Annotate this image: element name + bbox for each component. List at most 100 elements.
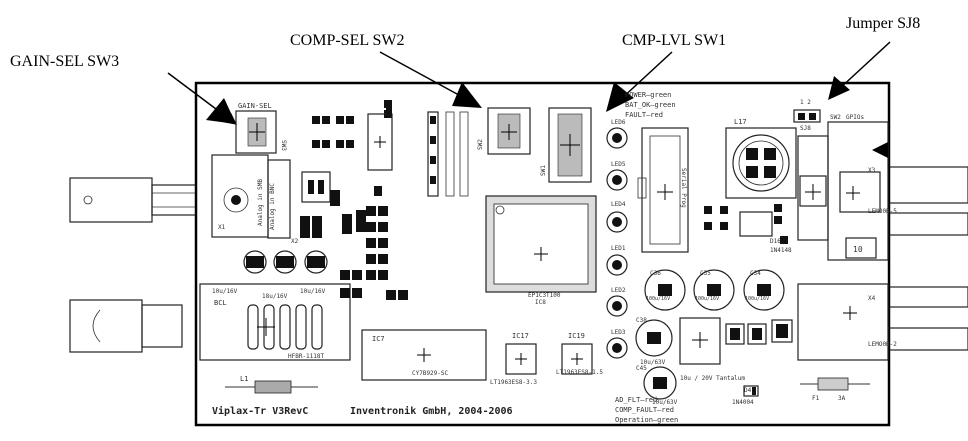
- cap-row-left: [243, 250, 328, 274]
- svg-text:SW2: SW2: [477, 139, 484, 150]
- svg-text:LED1: LED1: [611, 245, 626, 252]
- svg-text:10u / 20V Tantalum: 10u / 20V Tantalum: [680, 375, 745, 382]
- svg-text:C36: C36: [650, 270, 661, 277]
- svg-text:D16: D16: [770, 238, 781, 245]
- chip-ic7: IC7 CY7B929-SC: [361, 329, 487, 381]
- connector-x4: X4 LEMO0B-2: [797, 283, 897, 361]
- switch-sw2: SW2: [477, 107, 531, 155]
- fault-legend: AD_FLT—red COMP_FAULT—red Operation—gree…: [615, 396, 678, 424]
- svg-text:IC7: IC7: [372, 335, 385, 343]
- svg-text:18u/16V: 18u/16V: [262, 293, 288, 300]
- inductor-l17: L17: [725, 118, 797, 199]
- svg-text:GAIN-SEL: GAIN-SEL: [238, 102, 272, 110]
- svg-text:1N4004: 1N4004: [732, 399, 754, 406]
- lemo-connector-bottom: [887, 286, 968, 351]
- analog-input-block: X1 Analog in SMB Analog in BNC X2: [211, 154, 299, 245]
- serial-prog-header: Serial Prog: [637, 127, 689, 253]
- svg-text:COMP_FAULT—red: COMP_FAULT—red: [615, 406, 674, 414]
- tantalum-area: 10u / 20V Tantalum D4 1N4004: [679, 317, 793, 406]
- svg-text:X3: X3: [868, 167, 876, 174]
- caps-electrolytic: C36 100u/16V C35 100u/16V C34 100u/16V C…: [635, 269, 785, 406]
- svg-text:SW3: SW3: [280, 140, 287, 151]
- svg-text:100u/16V: 100u/16V: [745, 296, 769, 302]
- smd-cluster: [300, 100, 393, 238]
- board-maker: Inventronik GmbH, 2004-2006: [350, 405, 513, 417]
- svg-text:EP1C3T100: EP1C3T100: [528, 292, 561, 299]
- svg-text:BCL: BCL: [214, 299, 227, 307]
- svg-text:FAULT—red: FAULT—red: [625, 111, 663, 119]
- callout-gain-sel: GAIN-SEL SW3: [10, 53, 119, 70]
- switch-sw3: GAIN-SEL SW3: [235, 102, 287, 154]
- lemo-connector-top: [887, 166, 968, 236]
- svg-text:Analog in SMB: Analog in SMB: [257, 179, 264, 226]
- svg-text:10u/63V: 10u/63V: [640, 359, 666, 366]
- svg-text:HFBR-1118T: HFBR-1118T: [288, 353, 325, 360]
- svg-text:10: 10: [853, 245, 863, 254]
- svg-text:LED5: LED5: [611, 161, 626, 168]
- svg-text:X4: X4: [868, 295, 876, 302]
- svg-text:LEMO0B-2: LEMO0B-2: [868, 341, 897, 348]
- svg-text:Analog in BNC: Analog in BNC: [269, 183, 276, 230]
- svg-text:BAT_OK—green: BAT_OK—green: [625, 101, 676, 109]
- svg-text:C45: C45: [636, 365, 647, 372]
- chip-ic8: EP1C3T100 IC8: [485, 195, 597, 306]
- svg-text:SJ8: SJ8: [800, 125, 811, 132]
- svg-text:X2: X2: [291, 238, 299, 245]
- svg-text:Serial Prog: Serial Prog: [680, 168, 687, 208]
- svg-text:LEMO0B-5: LEMO0B-5: [868, 208, 897, 215]
- svg-text:CY7B929-SC: CY7B929-SC: [412, 370, 449, 377]
- svg-text:100u/16V: 100u/16V: [695, 296, 719, 302]
- svg-text:C35: C35: [700, 270, 711, 277]
- svg-text:X1: X1: [218, 224, 226, 231]
- smd-vertical-resistors: [427, 111, 469, 197]
- svg-text:C34: C34: [750, 270, 761, 277]
- svg-text:1 2: 1 2: [800, 99, 811, 106]
- jumper-sj8: 1 2 SJ8: [793, 99, 821, 132]
- fiber-connector-bottom: [69, 299, 183, 353]
- svg-text:LED3: LED3: [611, 329, 626, 336]
- svg-text:1N4148: 1N4148: [770, 247, 792, 254]
- svg-text:F1: F1: [812, 395, 820, 402]
- callout-jumper: Jumper SJ8: [846, 15, 920, 32]
- svg-text:SW1: SW1: [540, 165, 547, 176]
- svg-text:IC8: IC8: [535, 299, 546, 306]
- svg-text:LED6: LED6: [611, 119, 626, 126]
- svg-text:GPIOs: GPIOs: [846, 114, 864, 121]
- fuse-f1: F1 3A: [800, 377, 870, 402]
- board-title: Viplax-Tr V3RevC: [212, 405, 308, 417]
- diode-d16: D16 1N4148: [704, 204, 792, 254]
- svg-text:SW2: SW2: [830, 114, 841, 121]
- svg-text:L1: L1: [240, 375, 248, 383]
- smd-column: [340, 206, 408, 300]
- svg-text:100u/16V: 100u/16V: [646, 296, 670, 302]
- switch-sw1: SW1: [540, 107, 592, 183]
- callout-cmp-lvl: CMP-LVL SW1: [622, 32, 726, 49]
- svg-text:AD_FLT—red: AD_FLT—red: [615, 396, 657, 404]
- svg-text:3A: 3A: [838, 395, 846, 402]
- bnc-connector-top: [69, 177, 203, 223]
- svg-text:LED4: LED4: [611, 201, 626, 208]
- inductor-l1: L1: [225, 375, 318, 394]
- svg-text:10u/63V: 10u/63V: [652, 399, 678, 406]
- svg-text:Operation—green: Operation—green: [615, 416, 678, 424]
- status-legend: POWER—green BAT_OK—green FAULT—red: [625, 91, 676, 119]
- svg-text:D4: D4: [744, 387, 752, 394]
- svg-text:LT1963ES8-1.5: LT1963ES8-1.5: [556, 369, 603, 376]
- svg-text:10u/16V: 10u/16V: [212, 288, 238, 295]
- svg-text:IC17: IC17: [512, 332, 529, 340]
- chip-ic17: IC17 LT1963ES8-3.3: [490, 332, 537, 386]
- svg-text:LT1963ES8-3.3: LT1963ES8-3.3: [490, 379, 537, 386]
- svg-text:10u/16V: 10u/16V: [300, 288, 326, 295]
- callout-comp-sel: COMP-SEL SW2: [290, 32, 405, 49]
- svg-text:L17: L17: [734, 118, 747, 126]
- gpio-header: SW2 GPIOs X3 LEMO0B-5 10: [797, 114, 897, 261]
- led-column: LED6 LED5 LED4 LED1 LED2 LED3: [606, 119, 628, 359]
- svg-text:C38: C38: [636, 317, 647, 324]
- svg-text:IC19: IC19: [568, 332, 585, 340]
- fiber-receiver: BCL 10u/16V 18u/16V 10u/16V HFBR-1118T: [199, 283, 351, 361]
- svg-text:POWER—green: POWER—green: [625, 91, 671, 99]
- chip-ic19: IC19 LT1963ES8-1.5: [556, 332, 603, 376]
- svg-text:LED2: LED2: [611, 287, 626, 294]
